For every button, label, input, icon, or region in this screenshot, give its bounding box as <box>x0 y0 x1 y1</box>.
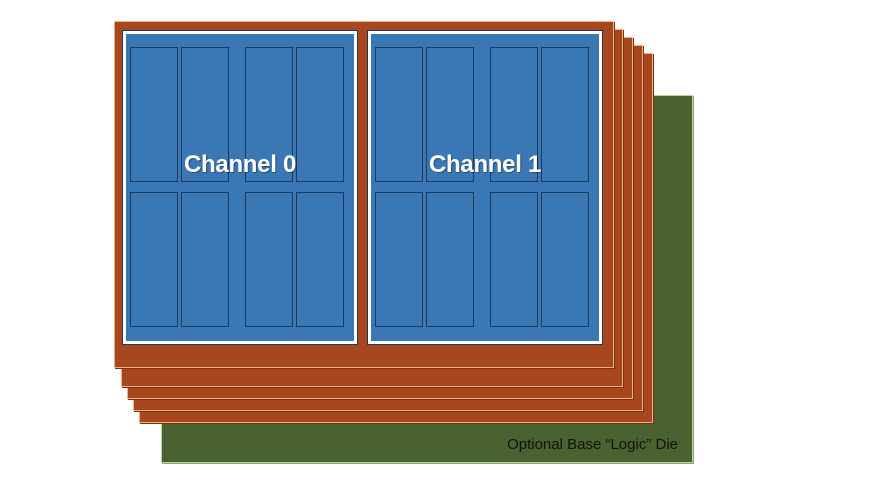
memory-bank <box>541 192 589 327</box>
memory-bank <box>181 47 229 182</box>
bank-row-bottom <box>130 192 350 327</box>
base-die-label: Optional Base “Logic” Die <box>507 436 678 453</box>
memory-bank <box>490 192 538 327</box>
channel-0-label: Channel 0 <box>184 151 296 178</box>
memory-bank <box>426 47 474 182</box>
memory-bank <box>245 192 293 327</box>
bank-row-bottom <box>375 192 595 327</box>
memory-bank <box>541 47 589 182</box>
memory-bank <box>490 47 538 182</box>
memory-bank <box>296 192 344 327</box>
memory-bank <box>130 47 178 182</box>
memory-bank <box>130 192 178 327</box>
channel-0: Channel 0 <box>122 30 358 345</box>
bank-row-top <box>130 47 350 182</box>
memory-bank <box>296 47 344 182</box>
memory-bank <box>245 47 293 182</box>
bank-row-top <box>375 47 595 182</box>
memory-bank <box>426 192 474 327</box>
memory-bank <box>375 192 423 327</box>
channel-1: Channel 1 <box>367 30 603 345</box>
memory-bank <box>375 47 423 182</box>
channel-1-label: Channel 1 <box>429 151 541 178</box>
memory-bank <box>181 192 229 327</box>
